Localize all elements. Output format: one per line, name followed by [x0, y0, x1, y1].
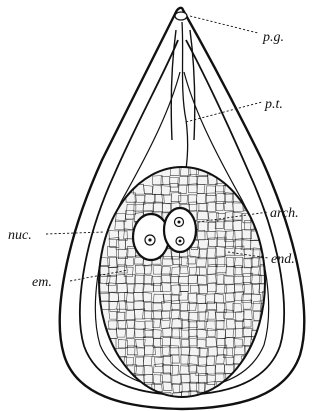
label-end: end.	[271, 252, 295, 267]
micropyle-canal-right	[190, 30, 195, 140]
label-nuc: nuc.	[8, 228, 32, 243]
label-pg: p.g.	[262, 30, 284, 45]
archegonium-right	[164, 208, 196, 252]
leader-pg	[190, 16, 258, 33]
label-em: em.	[32, 275, 52, 290]
endosperm-cell	[262, 319, 271, 328]
pollen-grain	[175, 12, 187, 20]
endosperm-cell	[252, 347, 263, 356]
label-arch: arch.	[270, 206, 299, 221]
archegonium-left	[133, 214, 169, 260]
label-pt: p.t.	[264, 97, 283, 112]
